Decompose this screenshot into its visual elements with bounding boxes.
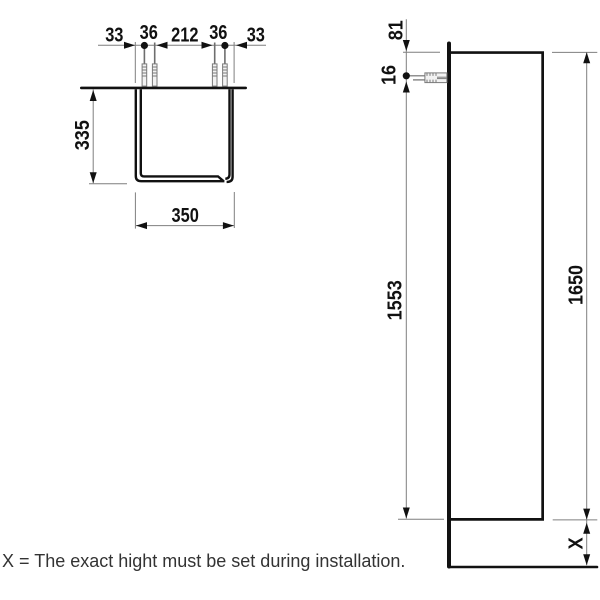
svg-text:33: 33 bbox=[247, 23, 265, 46]
svg-text:1553: 1553 bbox=[385, 280, 407, 320]
svg-text:1650: 1650 bbox=[565, 265, 587, 305]
svg-text:36: 36 bbox=[209, 20, 227, 43]
svg-text:16: 16 bbox=[379, 65, 401, 85]
svg-text:X = The exact hight must be se: X = The exact hight must be set during i… bbox=[2, 551, 405, 571]
svg-text:350: 350 bbox=[172, 203, 199, 226]
svg-text:335: 335 bbox=[72, 120, 94, 150]
svg-text:36: 36 bbox=[140, 20, 158, 43]
svg-text:212: 212 bbox=[171, 23, 198, 46]
svg-text:X: X bbox=[565, 537, 587, 549]
svg-text:33: 33 bbox=[105, 23, 123, 46]
svg-text:81: 81 bbox=[386, 20, 408, 40]
